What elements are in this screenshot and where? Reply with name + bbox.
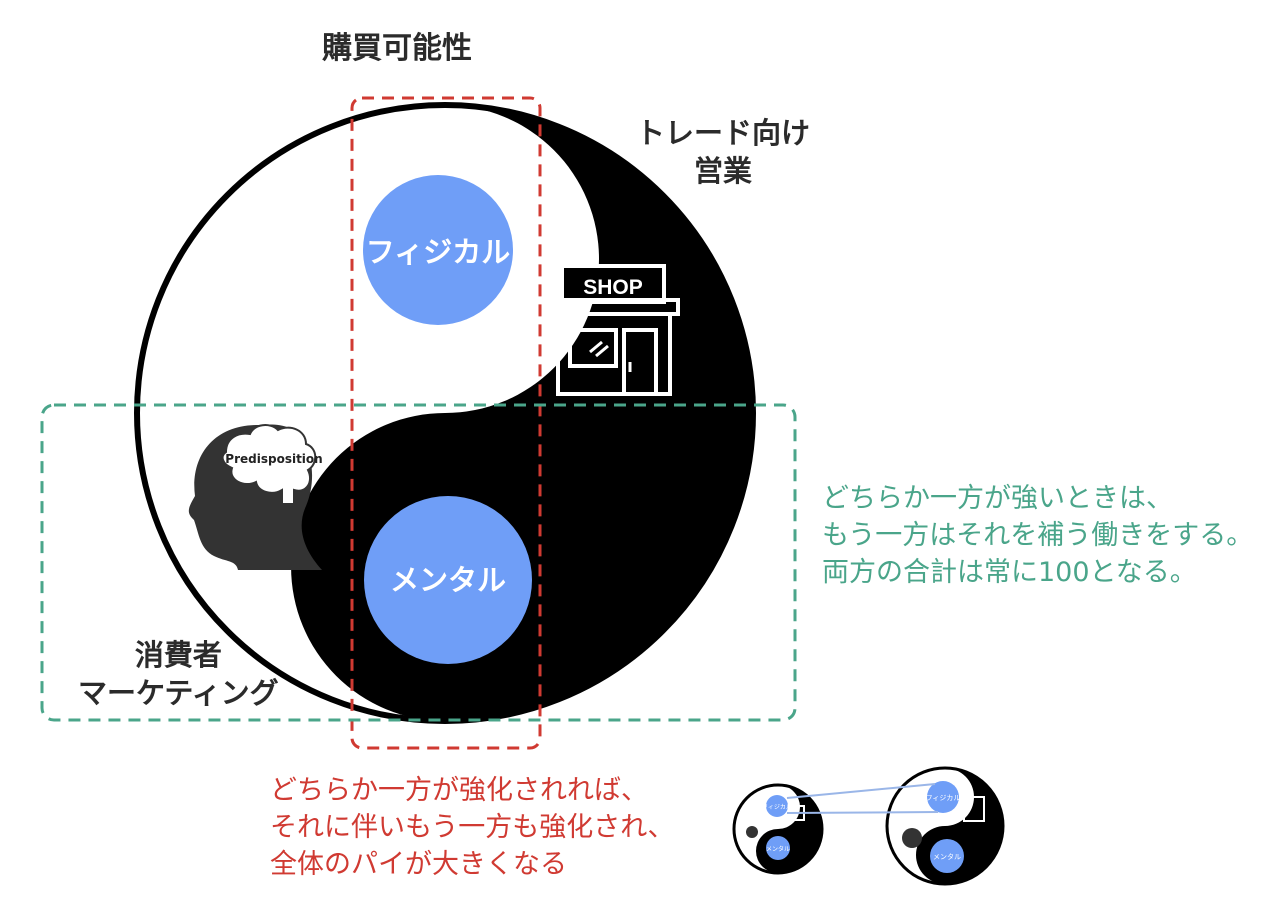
mini-mental-label-small: メンタル [766, 845, 790, 853]
consumer-marketing-frame [40, 403, 797, 722]
mini-comparison: フィジカル メンタル フィジカル メンタル [732, 766, 1005, 886]
shop-icon [546, 264, 680, 396]
shop-sign-text: SHOP [583, 276, 643, 299]
balance-note: どちらか一方が強いときは、 もう一方はそれを補う働きをする。 両方の合計は常に1… [822, 480, 1253, 591]
balance-note-line-3: 両方の合計は常に100となる。 [822, 557, 1197, 588]
balance-note-line-2: もう一方はそれを補う働きをする。 [822, 520, 1254, 551]
consumer-marketing-line-2: マーケティング [78, 676, 279, 710]
purchase-possibility-label: 購買可能性 [322, 31, 472, 66]
physical-circle [363, 175, 513, 325]
purchase-possibility-frame [350, 96, 542, 750]
mini-yin-yang-small [732, 783, 824, 875]
mini-connector-bottom [786, 811, 939, 814]
consumer-marketing-label: 消費者 マーケティング [78, 636, 279, 712]
mental-circle [364, 496, 532, 664]
mini-connector-top [786, 783, 936, 799]
trade-sales-label: トレード向け 営業 [636, 114, 810, 190]
trade-sales-line-2: 営業 [694, 154, 753, 188]
physical-label: フィジカル [366, 235, 510, 269]
mini-physical-label-large: フィジカル [926, 794, 961, 802]
growth-note: どちらか一方が強化されれば、 それに伴いもう一方も強化され、 全体のパイが大きく… [270, 772, 674, 883]
growth-note-line-3: 全体のパイが大きくなる [270, 849, 567, 880]
growth-note-line-2: それに伴いもう一方も強化され、 [270, 812, 675, 843]
head-predisposition-text: Predisposition [225, 452, 322, 466]
mini-physical-label-small: フィジカル [762, 804, 792, 811]
balance-note-line-1: どちらか一方が強いときは、 [822, 483, 1173, 514]
head-predisposition-icon [188, 424, 322, 570]
consumer-marketing-line-1: 消費者 [134, 638, 222, 672]
trade-sales-line-1: トレード向け [636, 116, 811, 150]
mini-yin-yang-large [885, 766, 1005, 886]
mini-mental-label-large: メンタル [933, 852, 961, 861]
mental-label: メンタル [390, 563, 506, 597]
growth-note-line-1: どちらか一方が強化されれば、 [270, 775, 648, 806]
